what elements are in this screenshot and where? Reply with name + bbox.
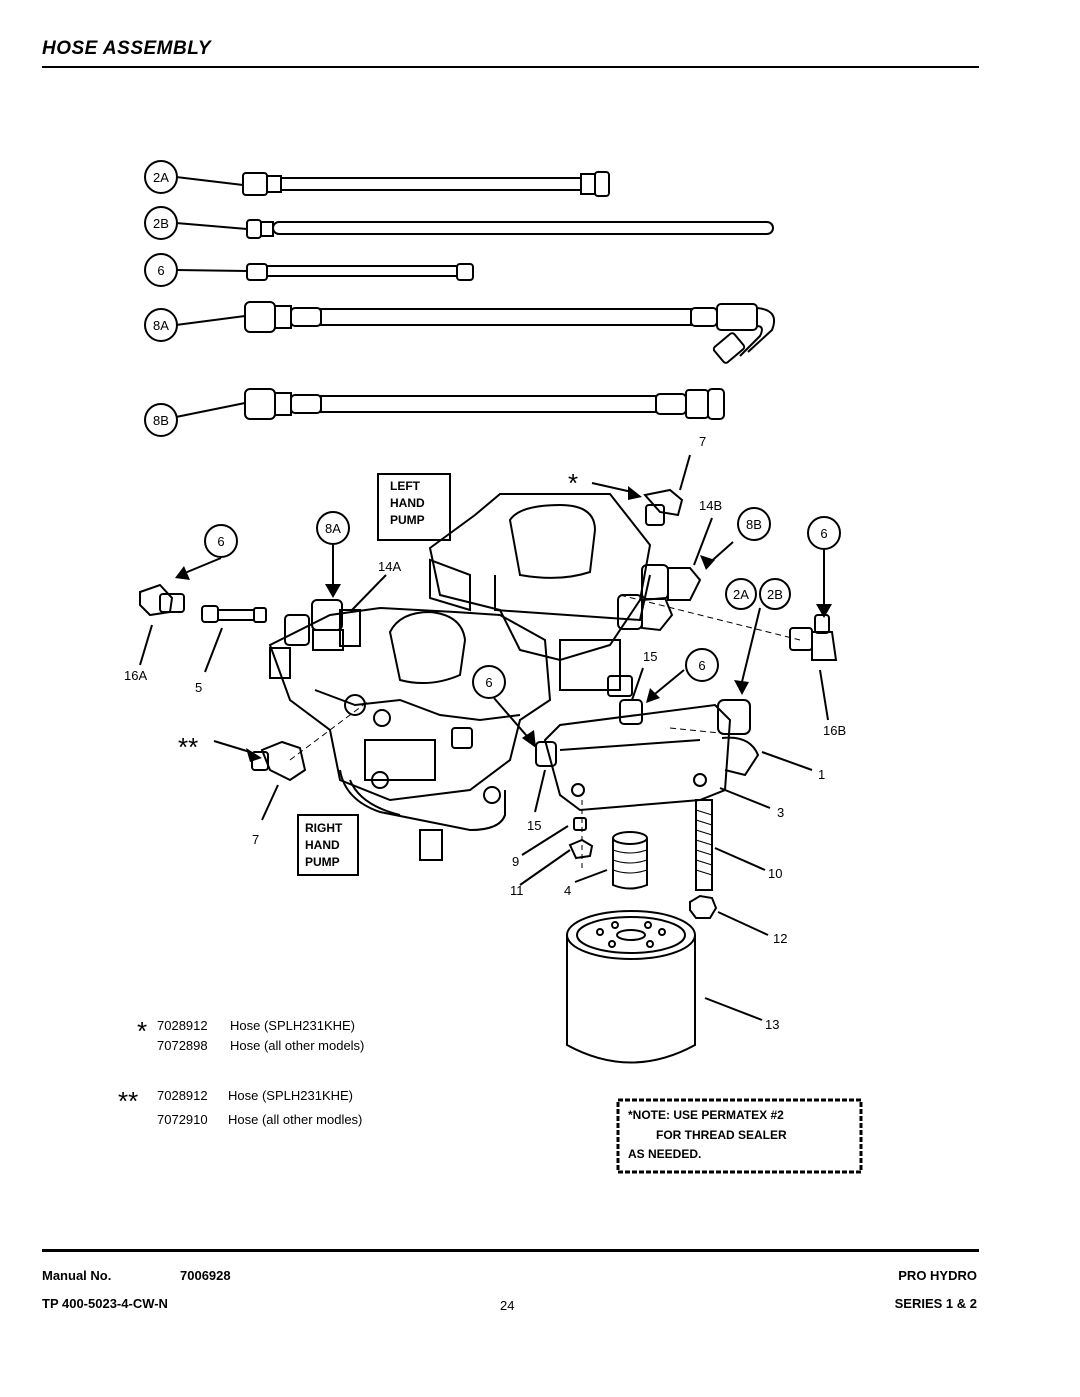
legend-4-part: 7072910	[157, 1112, 208, 1127]
header-rule	[42, 66, 979, 68]
marker-single-star: *	[568, 468, 578, 498]
left-pump-line3: PUMP	[390, 513, 425, 527]
legend-2-part: 7072898	[157, 1038, 208, 1053]
left-pump-line2: HAND	[390, 496, 425, 510]
legend-single-star: *	[137, 1016, 147, 1046]
callout-6-right: 6	[820, 526, 827, 541]
legend-double-star: **	[118, 1086, 138, 1116]
part-16A: 16A	[124, 668, 147, 683]
callout-8B: 8B	[153, 413, 169, 428]
legend-2-desc: Hose (all other models)	[230, 1038, 364, 1053]
elbow-16A	[139, 583, 185, 617]
part-12: 12	[773, 931, 787, 946]
callout-2B: 2B	[153, 216, 169, 231]
part-14A: 14A	[378, 559, 401, 574]
part-9: 9	[512, 854, 519, 869]
fitting-5	[201, 605, 267, 623]
ring-9-11	[568, 817, 594, 860]
page-number: 24	[500, 1298, 515, 1313]
fitting-7-top	[643, 488, 684, 526]
callout-8A: 8A	[153, 318, 169, 333]
right-pump-line3: PUMP	[305, 855, 340, 869]
legend-3-part: 7028912	[157, 1088, 208, 1103]
page-title: HOSE ASSEMBLY	[42, 38, 212, 59]
callout-2A-mid: 2A	[733, 587, 749, 602]
nipple-4	[612, 831, 648, 890]
nut-12	[689, 894, 718, 919]
part-15-bottom: 15	[527, 818, 541, 833]
note-line2: FOR THREAD SEALER	[656, 1128, 787, 1142]
callout-8A-mid: 8A	[325, 521, 341, 536]
filter-13	[566, 910, 696, 1064]
series-label: SERIES 1 & 2	[894, 1296, 977, 1311]
callout-6-left: 6	[217, 534, 224, 549]
callout-8B-mid: 8B	[746, 517, 762, 532]
part-7-bottom: 7	[252, 832, 259, 847]
hose-2B	[175, 219, 774, 239]
manual-label: Manual No.	[42, 1268, 112, 1283]
hose-6	[175, 263, 474, 281]
elbow-16B	[789, 614, 838, 661]
manual-number: 7006928	[180, 1268, 231, 1283]
tp-code: TP 400-5023-4-CW-N	[42, 1296, 168, 1311]
part-11: 11	[510, 883, 524, 898]
note-line3: AS NEEDED.	[628, 1147, 701, 1161]
part-5: 5	[195, 680, 202, 695]
note-line1: *NOTE: USE PERMATEX #2	[628, 1108, 784, 1122]
marker-double-star: **	[178, 732, 198, 762]
part-15-top: 15	[643, 649, 657, 664]
part-3: 3	[777, 805, 784, 820]
part-4: 4	[564, 883, 571, 898]
hose-8B	[175, 388, 725, 420]
part-13: 13	[765, 1017, 779, 1032]
filter-bracket	[543, 699, 760, 812]
part-10: 10	[768, 866, 782, 881]
legend-1-part: 7028912	[157, 1018, 208, 1033]
callout-2A: 2A	[153, 170, 169, 185]
footer-rule	[42, 1249, 979, 1252]
hose-2A	[175, 171, 610, 197]
legend-3-desc: Hose (SPLH231KHE)	[228, 1088, 353, 1103]
part-7-top: 7	[699, 434, 706, 449]
hose-assembly-diagram: 2A 2B 6 8A 8B 6 8A 8B 6 2A 2B 6 6 7 14B …	[118, 160, 863, 1174]
part-1: 1	[818, 767, 825, 782]
callout-6-center: 6	[485, 675, 492, 690]
part-14B: 14B	[699, 498, 722, 513]
legend-4-desc: Hose (all other modles)	[228, 1112, 362, 1127]
right-pump-line1: RIGHT	[305, 821, 343, 835]
right-pump-line2: HAND	[305, 838, 340, 852]
part-16B: 16B	[823, 723, 846, 738]
callout-6: 6	[157, 263, 164, 278]
callout-2B-mid: 2B	[767, 587, 783, 602]
left-pump-line1: LEFT	[390, 479, 421, 493]
fitting-7-bottom	[251, 740, 307, 782]
legend-1-desc: Hose (SPLH231KHE)	[230, 1018, 355, 1033]
callout-6-lower: 6	[698, 658, 705, 673]
stud-10	[695, 799, 713, 891]
hose-8A	[175, 301, 776, 364]
pump-assembly	[268, 493, 801, 870]
product-name: PRO HYDRO	[898, 1268, 977, 1283]
